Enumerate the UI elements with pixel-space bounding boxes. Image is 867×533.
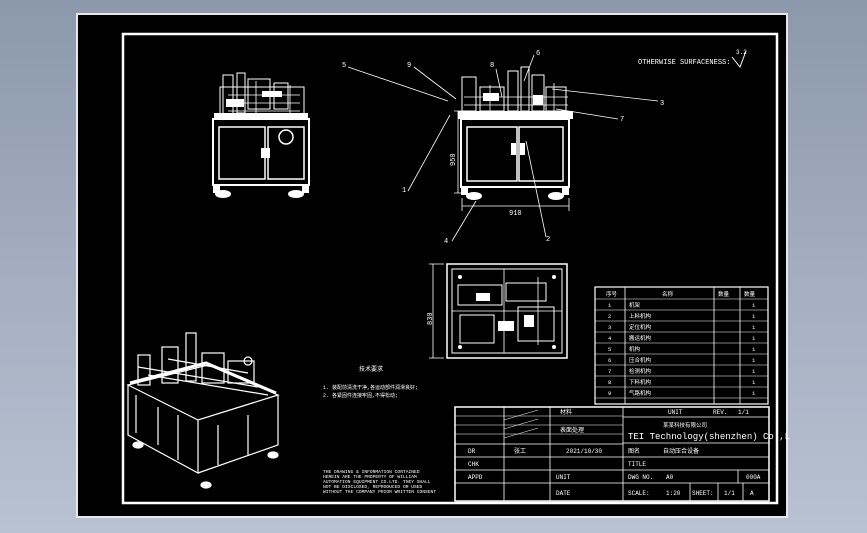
dwg-label: DWG NO. — [628, 474, 653, 481]
roughness-symbol — [731, 50, 747, 68]
bom-header-no: 序号 — [606, 290, 618, 298]
width-value: 910 — [509, 210, 522, 218]
balloon-6: 6 — [536, 50, 540, 58]
company-cn: 某某科技有限公司 — [663, 421, 707, 429]
sheet-label: SHEET: — [692, 490, 714, 497]
notes-title: 技术要求 — [359, 365, 383, 373]
a-label: A — [750, 490, 754, 497]
bom-row-qty: 1 — [752, 346, 756, 353]
side-view — [212, 72, 310, 198]
extra-code: 000A — [746, 474, 761, 481]
disclaimer: THE DRAWING & INFORMATION CONTAINED HERE… — [323, 469, 436, 495]
bom-row-qty: 1 — [752, 302, 756, 309]
bom-row-no: 6 — [608, 357, 611, 364]
rev-value: 1/1 — [738, 409, 749, 416]
surface-value: 3.2 — [736, 49, 747, 56]
bom-row-qty: 1 — [752, 368, 756, 375]
bom-row-qty: 1 — [752, 335, 756, 342]
bom-table: 序号 名称 数量 数量 1 机架 1 2 上料机构 1 3 定位机构 1 4 搬运机构 1 5 机构 1 6 压… — [594, 286, 769, 405]
bom-row-name: 压合机构 — [629, 356, 652, 364]
bom-row-name: 定位机构 — [629, 323, 652, 331]
notes-line-1: 1. 装配前清洗干净,各运动部件润滑良好; — [323, 384, 418, 391]
cad-drawing: OTHERWISE SURFACENESS: 3.2 — [121, 32, 790, 505]
balloon-1: 1 — [402, 187, 406, 195]
surface-note: OTHERWISE SURFACENESS: — [638, 59, 730, 67]
bom-row-qty: 1 — [752, 379, 756, 386]
bom-row-name: 上料机构 — [629, 312, 652, 320]
material-label: 材料 — [560, 408, 572, 416]
bom-row-name: 机构 — [629, 345, 641, 353]
leader-lines — [347, 54, 659, 242]
bom-row-name: 机架 — [629, 301, 641, 309]
bom-row-name: 搬运机构 — [629, 334, 652, 342]
bom-row-qty: 1 — [752, 324, 756, 331]
scale-label: SCALE: — [628, 490, 650, 497]
balloon-8: 8 — [490, 62, 494, 70]
disclaimer-line: THE DRAWING & INFORMATION CONTAINED — [323, 469, 420, 475]
bom-header-name: 名称 — [662, 290, 674, 298]
title-block: 材料 表面处理 UNIT REV. 1/1 某某科技有限公司 TEI Techn… — [454, 406, 790, 502]
bom-row-qty: 1 — [752, 390, 756, 397]
bom-row-no: 5 — [608, 346, 611, 353]
balloon-7: 7 — [620, 116, 624, 124]
drawing-name: 自动压合设备 — [663, 447, 699, 455]
appd-label: APPD — [468, 474, 483, 481]
balloon-5: 5 — [342, 62, 346, 70]
balloon-9: 9 — [407, 62, 411, 70]
finish-label: 表面处理 — [560, 426, 584, 434]
balloon-3: 3 — [660, 100, 664, 108]
disclaimer-line: NOT BE DISCLOSED, REPRODUCED OR USED — [323, 484, 422, 490]
bom-header-qty2: 数量 — [744, 290, 756, 298]
drawing-sheet: OTHERWISE SURFACENESS: 3.2 — [76, 13, 790, 518]
scale-value: 1:20 — [666, 490, 681, 497]
disclaimer-line: AUTOMATION EQUIPMENT CO.LTD. THEY SHALL — [323, 479, 431, 485]
dr-label: DR — [468, 448, 476, 455]
drawing-name-label: 图名 — [628, 447, 640, 455]
height-value: 950 — [450, 153, 458, 166]
title-label: TITLE — [628, 461, 646, 468]
disclaimer-line: HEREIN ARE THE PROPERTY OF WILLIAM — [323, 474, 417, 480]
bom-row-qty: 1 — [752, 313, 756, 320]
dimension-height: 950 — [450, 110, 464, 194]
unit-label: UNIT — [668, 409, 683, 416]
bom-row-no: 4 — [608, 335, 612, 342]
rev-label: REV. — [713, 409, 727, 416]
dr-date: 2021/10/30 — [566, 448, 602, 455]
balloon-2: 2 — [546, 236, 550, 244]
chk-label: CHK — [468, 461, 479, 468]
balloon-4: 4 — [444, 238, 448, 246]
company-en: TEI Technology(shenzhen) Co.,Ltd — [628, 432, 790, 442]
bom-row-no: 3 — [608, 324, 611, 331]
bom-row-name: 检测机构 — [629, 367, 652, 375]
dimension-width: 910 — [461, 198, 570, 218]
inner-frame — [121, 32, 779, 505]
bom-row-no: 9 — [608, 390, 611, 397]
plan-view — [446, 263, 568, 359]
bom-header-qty: 数量 — [718, 290, 730, 298]
dimension-depth: 830 — [427, 263, 444, 359]
bom-row-qty: 1 — [752, 357, 756, 364]
bom-row-no: 2 — [608, 313, 611, 320]
dr-name: 张工 — [514, 447, 526, 455]
bom-row-no: 8 — [608, 379, 611, 386]
date-label: DATE — [556, 490, 571, 497]
unit-bottom-label: UNIT — [556, 474, 571, 481]
sheet-value: 1/1 — [724, 490, 735, 497]
disclaimer-line: WITHOUT THE COMPANY PRIOR WRITTEN CONSEN… — [323, 489, 436, 495]
bom-row-name: 下料机构 — [629, 378, 652, 386]
bom-rows: 1 机架 1 2 上料机构 1 3 定位机构 1 4 搬运机构 1 5 机构 1 6 压合机构 1 7 检测机构 1 8 下… — [608, 301, 756, 397]
bom-row-name: 气路机构 — [629, 389, 652, 397]
depth-value: 830 — [427, 312, 435, 325]
front-view — [458, 66, 573, 200]
dwg-value: A0 — [666, 474, 674, 481]
isometric-view — [126, 332, 280, 489]
bom-row-no: 1 — [608, 302, 612, 309]
notes-line-2: 2. 各紧固件连接牢固,不得松动; — [323, 392, 398, 399]
bom-row-no: 7 — [608, 368, 611, 375]
